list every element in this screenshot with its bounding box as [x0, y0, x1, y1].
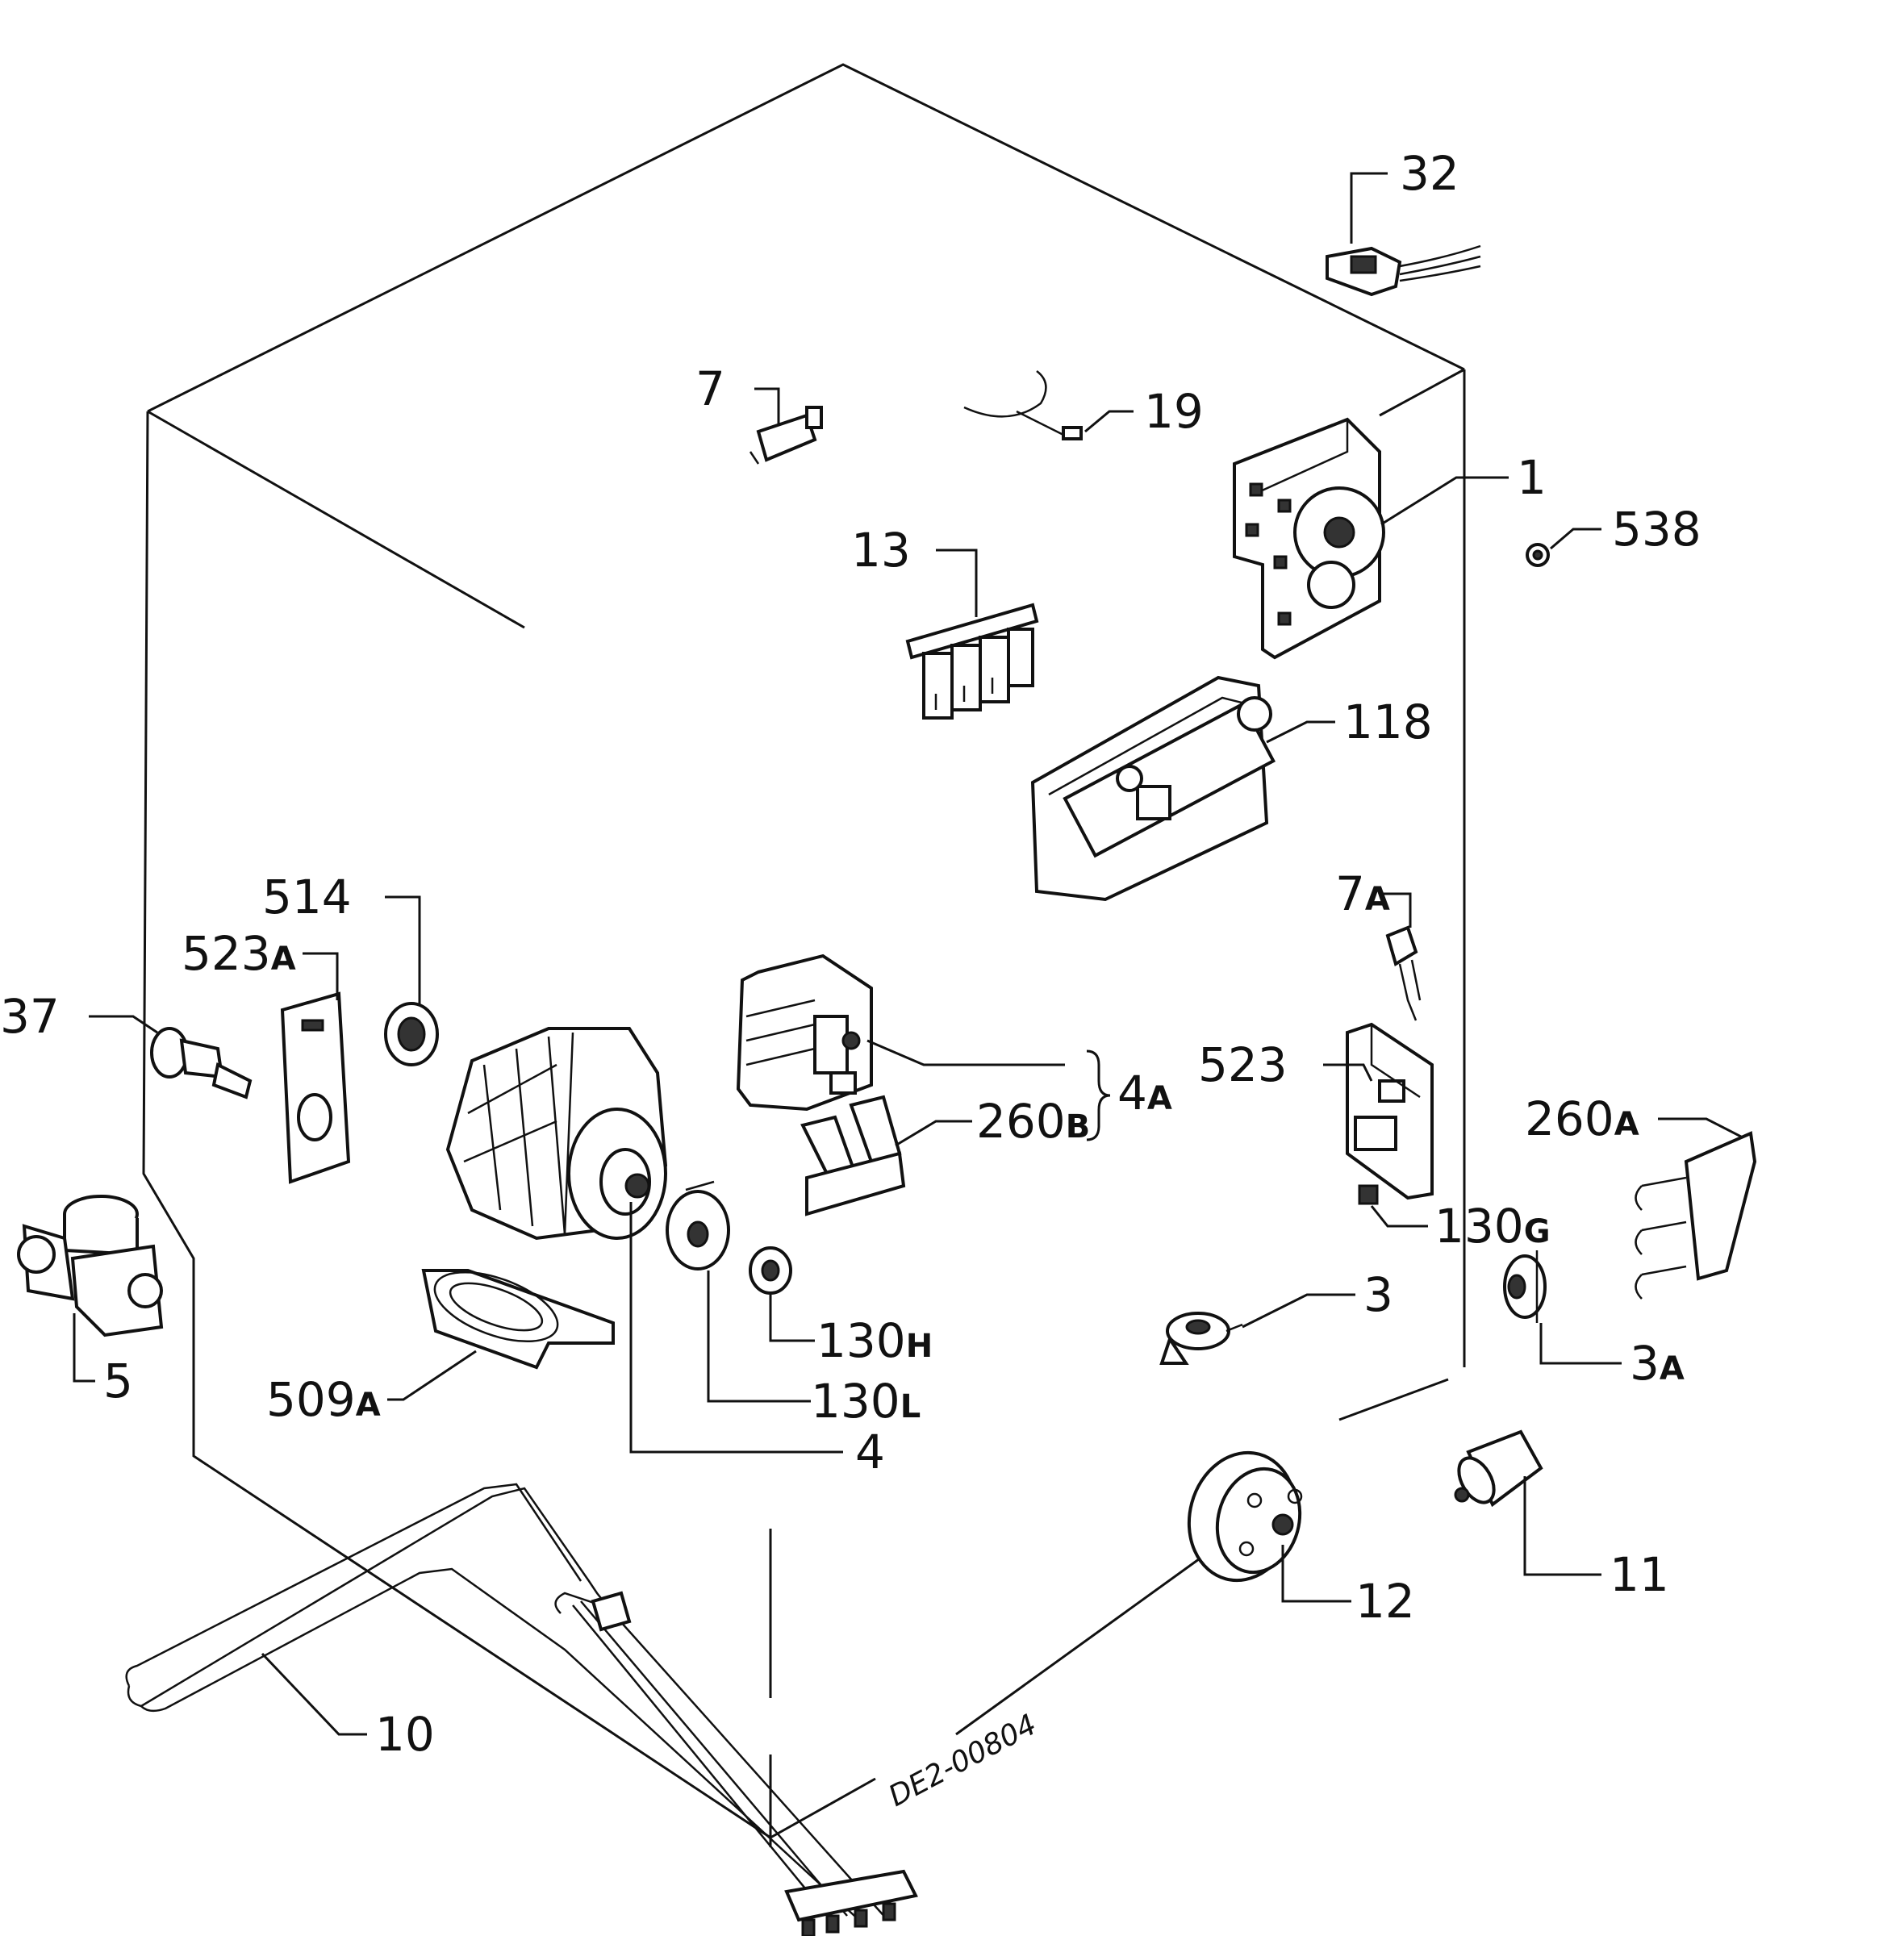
leader-538 — [1550, 528, 1601, 550]
label-130l: 130L — [811, 1374, 921, 1429]
label-1: 1 — [1517, 450, 1547, 505]
leader-7 — [754, 387, 780, 426]
label-260a: 260A — [1525, 1091, 1639, 1146]
leader-5 — [73, 1313, 95, 1383]
leader-118 — [1266, 720, 1335, 744]
part-523a-drawing — [280, 991, 351, 1184]
label-3a: 3A — [1630, 1336, 1685, 1391]
leader-3a — [1539, 1323, 1622, 1365]
label-7a: 7A — [1335, 866, 1390, 921]
label-523: 523 — [1198, 1037, 1288, 1092]
part-5-drawing — [17, 1195, 164, 1337]
part-13-drawing — [905, 603, 1039, 720]
label-118: 118 — [1343, 695, 1433, 749]
leader-12 — [1281, 1545, 1351, 1603]
label-4a: 4A — [1117, 1066, 1172, 1120]
label-10: 10 — [375, 1707, 435, 1762]
label-514: 514 — [262, 870, 352, 924]
leader-523 — [1323, 1063, 1373, 1082]
part-3a-drawing — [1503, 1250, 1547, 1323]
leader-7a — [1381, 892, 1412, 928]
label-523a: 523A — [182, 926, 296, 981]
leader-4a — [866, 1039, 1065, 1066]
leader-37 — [89, 1015, 158, 1034]
label-37: 37 — [0, 989, 60, 1044]
part-260b-drawing — [800, 1095, 906, 1216]
label-4: 4 — [855, 1425, 885, 1479]
leader-32 — [1350, 172, 1388, 244]
part-37-drawing — [150, 1027, 253, 1099]
label-538: 538 — [1612, 502, 1701, 557]
label-32: 32 — [1400, 146, 1459, 201]
label-130h: 130H — [816, 1313, 933, 1368]
leader-514 — [385, 895, 421, 1004]
label-509a: 509A — [266, 1372, 381, 1427]
leader-523a — [303, 952, 339, 1000]
part-130l-drawing — [666, 1180, 730, 1270]
part-523-drawing — [1346, 1022, 1434, 1200]
label-12: 12 — [1355, 1574, 1415, 1629]
part-118-drawing — [1030, 675, 1276, 902]
cabinet-outline — [142, 63, 1466, 1847]
label-5: 5 — [103, 1354, 133, 1408]
label-19: 19 — [1144, 384, 1204, 439]
part-1-drawing — [1233, 417, 1385, 660]
part-19-drawing — [963, 370, 1083, 440]
part-7a-drawing — [1385, 925, 1422, 1021]
leader-11 — [1523, 1476, 1601, 1576]
part-130h-drawing — [749, 1246, 792, 1295]
part-538-drawing — [1526, 543, 1550, 567]
label-11: 11 — [1610, 1547, 1669, 1602]
part-4-motor-drawing — [445, 1027, 668, 1241]
label-130g: 130G — [1434, 1199, 1551, 1254]
part-4a-drawing — [736, 953, 873, 1112]
part-130g-drawing — [1358, 1184, 1379, 1205]
part-32-drawing — [1326, 244, 1481, 297]
leader-3 — [1242, 1293, 1355, 1329]
leader-260b — [895, 1120, 972, 1147]
leader-4 — [629, 1202, 843, 1454]
leader-509a — [387, 1350, 477, 1401]
leader-130g — [1370, 1205, 1428, 1228]
part-514-drawing — [384, 1002, 439, 1066]
label-7: 7 — [695, 361, 725, 416]
drawing-code: DE2-00804 — [883, 1708, 1042, 1813]
brace-4a — [1086, 1049, 1111, 1141]
leader-130l — [707, 1270, 811, 1403]
leader-13 — [936, 549, 978, 617]
label-13: 13 — [851, 523, 911, 578]
label-3: 3 — [1363, 1267, 1393, 1322]
part-509a-drawing — [421, 1269, 615, 1370]
leader-10 — [261, 1652, 367, 1736]
part-12-drawing — [1187, 1450, 1303, 1583]
part-11-drawing — [1454, 1429, 1543, 1508]
leader-260a — [1658, 1117, 1743, 1139]
leader-130h — [769, 1295, 815, 1342]
leader-19 — [1084, 410, 1134, 433]
part-3-drawing — [1159, 1312, 1243, 1365]
part-10-heating-element-drawing — [125, 1483, 918, 1936]
leader-1 — [1380, 476, 1509, 526]
part-260a-drawing — [1635, 1131, 1757, 1300]
label-260b: 260B — [976, 1094, 1090, 1149]
part-7-drawing — [749, 406, 823, 465]
